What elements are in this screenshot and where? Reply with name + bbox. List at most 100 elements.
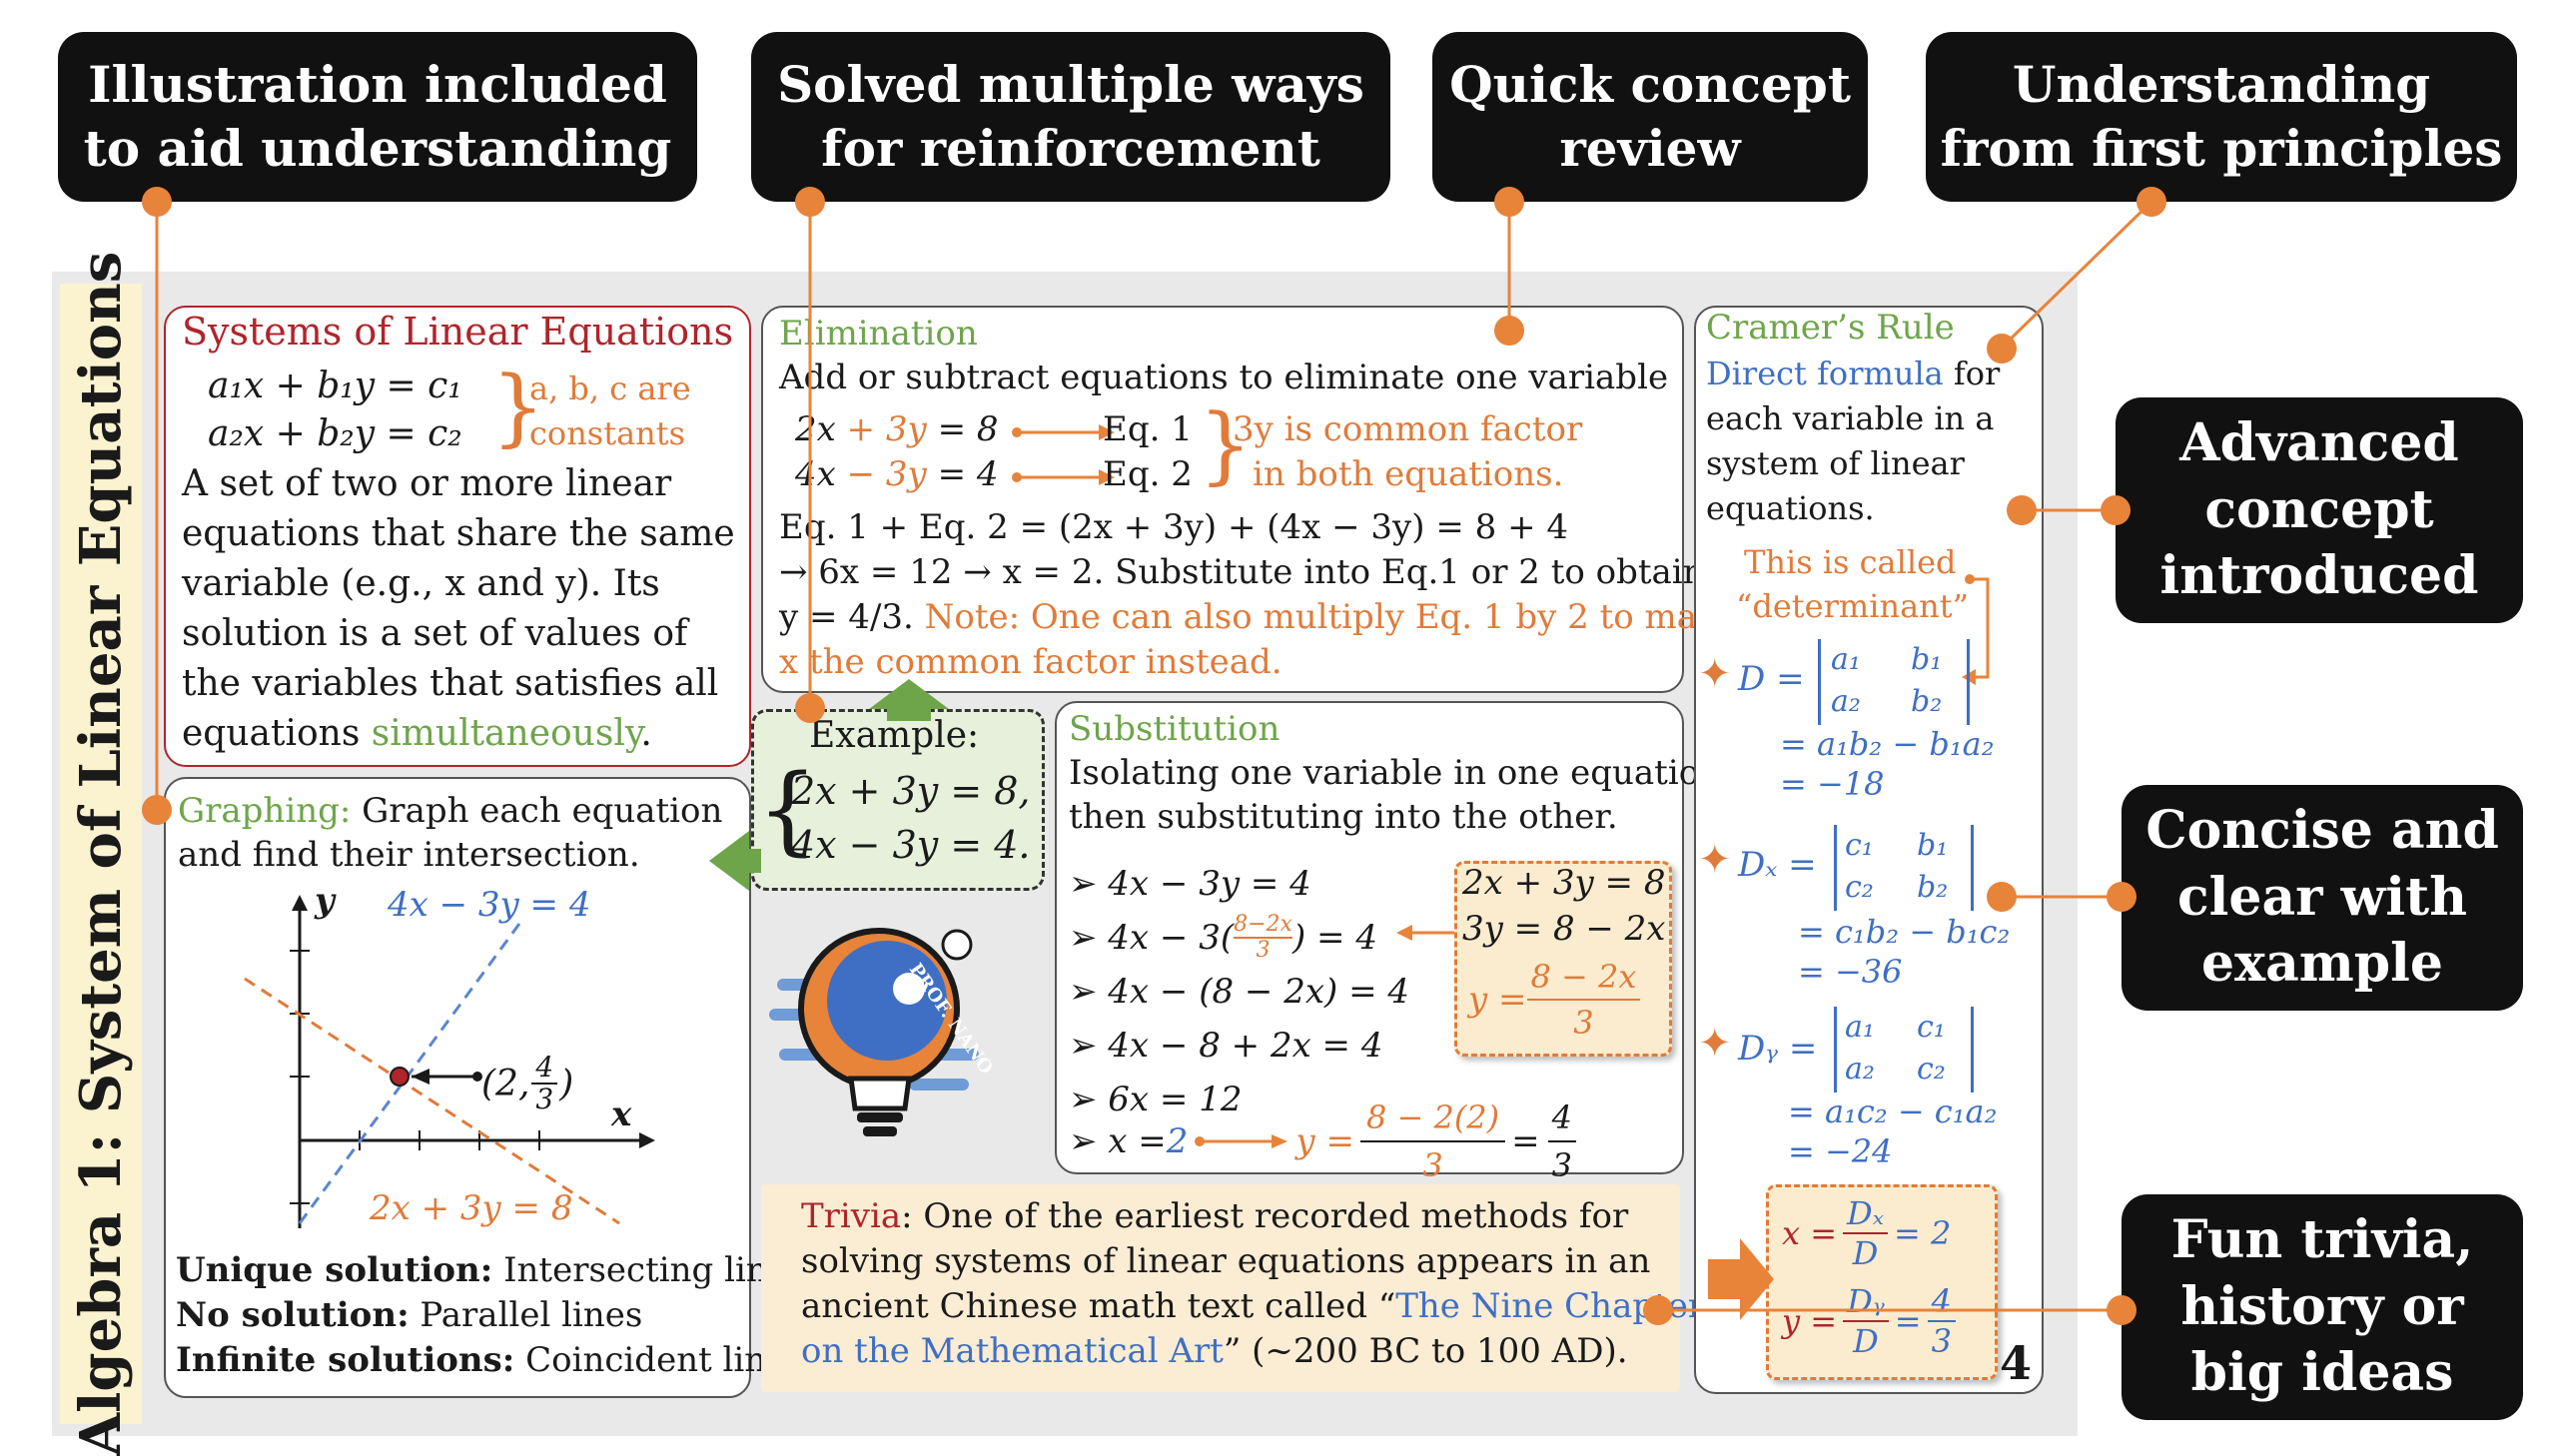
example-eq1: 2x + 3y = 8, [791,769,1031,813]
cramer-x-formula: x = Dₓ D = 2 [1782,1194,1952,1272]
substitution-intro1: Isolating one variable in one equation, [1069,753,1732,793]
elimination-eq1-label: Eq. 1 [1103,409,1193,449]
elimination-line1: Eq. 1 + Eq. 2 = (2x + 3y) + (4x − 3y) = … [779,507,1569,547]
elimination-arrows [1012,424,1115,485]
cramer-star-d: ✦ [1698,651,1732,697]
substitution-title: Substitution [1069,709,1280,749]
cramer-dx-label: Dₓ = [1738,845,1817,885]
substitution-final: ➢ x = 2 y = 8 − 2(2) 3 = 4 3 [1069,1094,1584,1188]
substitution-intro2: then substituting into the other. [1069,797,1618,837]
substitution-box [1454,861,1672,1057]
trivia-line2: solving systems of linear equations appe… [801,1241,1651,1281]
systems-eq2: a₂x + b₂y = c₂ [208,413,462,454]
elimination-eq1: 2x + 3y = 8 [795,409,999,449]
cramer-d-label: D = [1738,659,1805,699]
cramer-result-box [1766,1184,1998,1380]
arrow-left [709,831,761,891]
graph-axis-y: y [315,881,335,921]
sidebar [60,284,142,1424]
cramer-dx-exp: = c₁b₂ − b₁c₂ [1798,913,2011,951]
example-box [751,709,1045,891]
cramer-star-dx: ✦ [1698,837,1732,883]
elimination-line2: → 6x = 12 → x = 2. Substitute into Eq.1 … [779,552,1705,592]
trivia-line4: on the Mathematical Art” (~200 BC to 100… [801,1331,1628,1371]
elimination-line3: y = 4/3. Note: One can also multiply Eq.… [779,597,1738,637]
cramer-d-val: = −18 [1780,765,1885,803]
systems-title: Systems of Linear Equations [182,310,734,354]
graph-plot [244,895,655,1228]
systems-note1: a, b, c are [529,369,691,407]
graphing-desc2: and find their intersection. [178,835,640,875]
substitution-box-eq1: 2x + 3y = 8 [1462,863,1666,903]
connector-dot-advanced-right [2101,495,2131,525]
elimination-brace: } [1199,395,1253,493]
elimination-eq2: 4x − 3y = 4 [795,454,999,494]
connector-dot-trivia-left [1643,1295,1673,1325]
connector-dot-illustration-bottom [142,795,172,825]
elimination-factor1: 3y is common factor [1233,409,1583,449]
substitution-box-y: y = 8 − 2x 3 [1468,955,1641,1045]
connector-dot-first-principles-bottom [1987,334,2017,364]
line-orange [244,977,620,1225]
connector-dot-solved-bottom [795,693,825,723]
connector-dot-solved-top [795,187,825,217]
prof-nano-logo: PROF. NANO [769,928,997,1136]
cramer-d-exp: = a₁b₂ − b₁a₂ [1780,725,1995,763]
substitution-box-eq2: 3y = 8 − 2x [1462,909,1666,949]
systems-panel [164,306,751,767]
arrow-up [869,679,949,721]
systems-note2: constants [529,414,686,452]
systems-eq1: a₁x + b₁y = c₁ [208,365,462,406]
graph-label-orange: 2x + 3y = 8 [370,1188,573,1228]
cramer-result-arrow [1708,1238,1774,1320]
trivia-line1: Trivia: One of the earliest recorded met… [801,1196,1629,1236]
cramer-called2: “determinant” [1736,587,1969,625]
graphing-title: Graphing: Graph each equation [178,791,723,831]
graph-point-label: (2, 4 3 ) [481,1051,574,1115]
connector-dot-concise-left [1987,882,2017,912]
systems-body: A set of two or more linear equations th… [182,463,735,754]
cramer-title: Cramer’s Rule [1706,308,1955,348]
connector-dot-advanced-left [2007,495,2037,525]
cramer-dy-val: = −24 [1788,1132,1893,1170]
graph-axis-x: x [611,1094,632,1134]
connector-dot-first-principles-top [2136,187,2166,217]
trivia-panel [761,1184,1680,1392]
substitution-steps: ➢ 4x − 3y = 4 ➢ 4x − 3( 8−2x 3 ) = 4 ➢ 4… [1069,864,1410,1119]
elimination-eq2-label: Eq. 2 [1103,454,1193,494]
elimination-title: Elimination [779,314,978,354]
cramer-star-dy: ✦ [1698,1021,1732,1067]
cramer-dy-label: Dᵧ = [1738,1029,1818,1069]
cramer-dx-val: = −36 [1798,953,1903,991]
systems-brace: } [491,358,545,455]
elimination-line4: x the common factor instead. [779,642,1282,682]
graphing-results: Unique solution: Intersecting lines No s… [176,1250,806,1380]
y-axis-arrow [292,895,308,911]
page-number: 4 [2000,1336,2033,1390]
elimination-intro: Add or subtract equations to eliminate o… [779,358,1669,397]
elimination-panel [761,306,1684,693]
connector-dot-illustration-top [142,187,172,217]
cramer-dy-exp: = a₁c₂ − c₁a₂ [1788,1092,1998,1130]
cramer-called1: This is called [1744,543,1957,581]
connector-dot-quick-top [1494,187,1524,217]
elimination-factor2: in both equations. [1253,454,1564,494]
connector-dot-trivia-right [2107,1295,2136,1325]
intersection-point [390,1067,410,1087]
example-title: Example: [809,715,980,756]
cramer-intro: Direct formula for each variable in a sy… [1706,355,2001,527]
line-blue [298,923,521,1224]
trivia-line3: ancient Chinese math text called “The Ni… [801,1286,1722,1326]
example-eq2: 4x − 3y = 4. [791,823,1031,867]
